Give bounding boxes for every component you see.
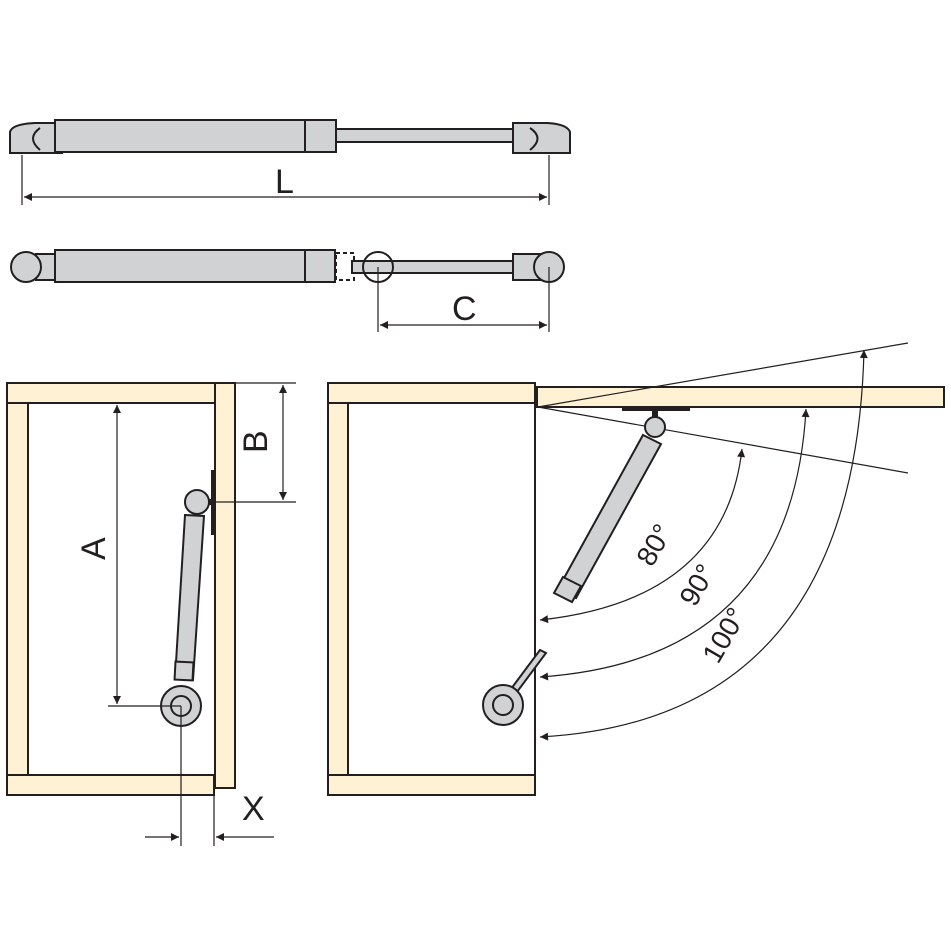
dimension-L (21, 155, 550, 205)
angle-label-90: 90° (673, 559, 721, 611)
dimension-X (145, 706, 274, 846)
gas-strut-closed (160, 489, 212, 727)
label-B: B (237, 430, 275, 453)
angle-label-80: 80° (630, 519, 678, 571)
opening-angle-arcs (539, 349, 868, 741)
gas-strut-extended (9, 119, 571, 154)
cabinet-closed (6, 382, 236, 796)
door-panel (214, 382, 236, 789)
dimension-B (212, 382, 296, 503)
gas-strut-compressed (10, 249, 565, 283)
gas-strut-open (482, 411, 666, 726)
angle-label-100: 100° (696, 602, 752, 668)
label-A: A (75, 537, 113, 560)
label-X: X (242, 790, 265, 828)
cabinet-open (327, 382, 945, 796)
dimension-C (377, 267, 550, 332)
dimension-A (108, 405, 181, 707)
label-C: C (452, 290, 477, 328)
label-L: L (275, 163, 294, 201)
mounting-plate (622, 406, 690, 411)
arc-100 (539, 349, 868, 741)
